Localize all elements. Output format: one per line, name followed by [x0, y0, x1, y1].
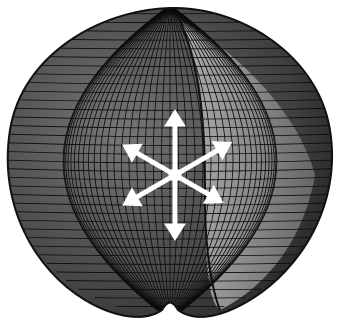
arrow-hub [169, 169, 181, 181]
